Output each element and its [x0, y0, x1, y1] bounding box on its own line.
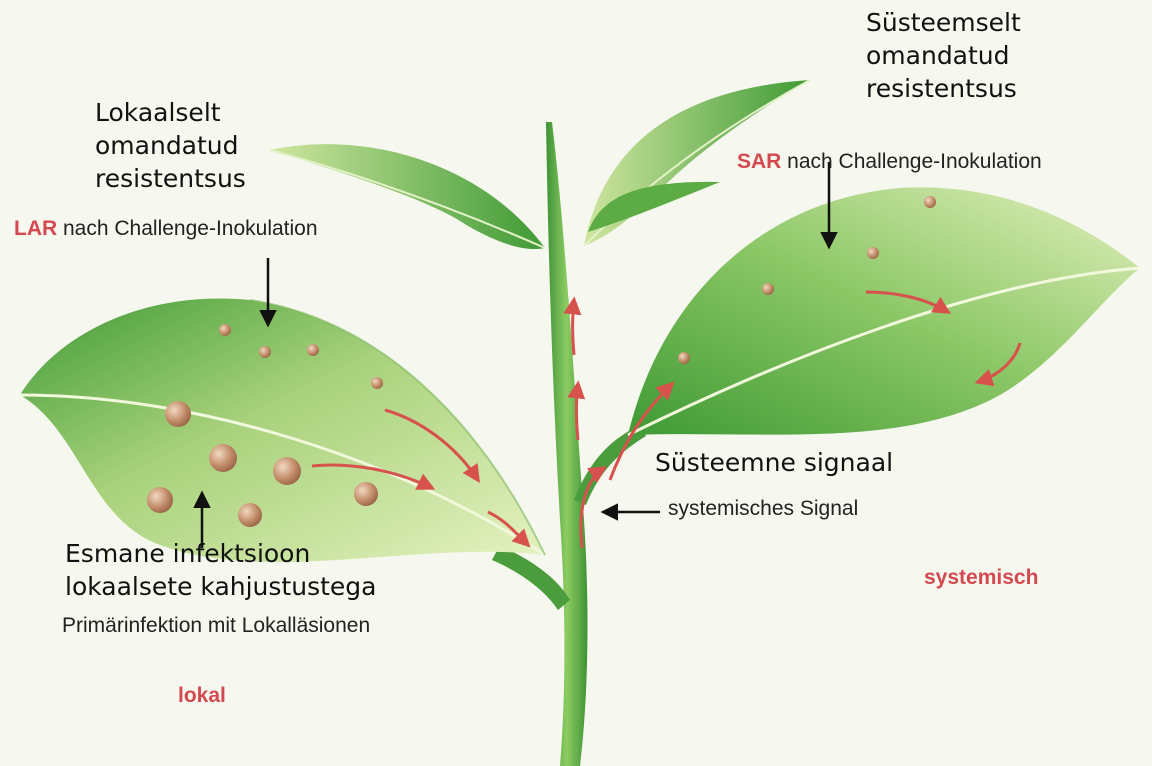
lar-et-line2: omandatud: [95, 129, 246, 162]
lar-german-label: LAR nach Challenge-Inokulation: [14, 217, 318, 241]
region-label-systemisch: systemisch: [924, 566, 1038, 590]
primary-et-line1: Esmane infektsioon: [65, 537, 376, 570]
sar-estonian-label: Süsteemselt omandatud resistentsus: [866, 6, 1021, 105]
sar-et-line2: omandatud: [866, 39, 1021, 72]
lar-estonian-label: Lokaalselt omandatud resistentsus: [95, 96, 246, 195]
lar-et-line1: Lokaalselt: [95, 96, 246, 129]
sar-et-line3: resistentsus: [866, 72, 1021, 105]
primary-infection-german-label: Primärinfektion mit Lokalläsionen: [62, 614, 370, 638]
primary-et-line2: lokaalsete kahjustustega: [65, 570, 376, 603]
lar-de-text: nach Challenge-Inokulation: [57, 217, 317, 240]
left-petiole: [492, 545, 570, 610]
stem: [546, 122, 587, 766]
primary-infection-estonian-label: Esmane infektsioon lokaalsete kahjustust…: [65, 537, 376, 603]
sar-et-line1: Süsteemselt: [866, 6, 1021, 39]
signal-estonian-label: Süsteemne signaal: [655, 446, 893, 479]
sar-german-label: SAR nach Challenge-Inokulation: [737, 150, 1042, 174]
region-label-lokal: lokal: [178, 684, 226, 708]
lar-et-line3: resistentsus: [95, 162, 246, 195]
sar-de-text: nach Challenge-Inokulation: [781, 150, 1041, 173]
signal-german-label: systemisches Signal: [668, 497, 858, 521]
sar-abbr: SAR: [737, 150, 781, 173]
lar-abbr: LAR: [14, 217, 57, 240]
